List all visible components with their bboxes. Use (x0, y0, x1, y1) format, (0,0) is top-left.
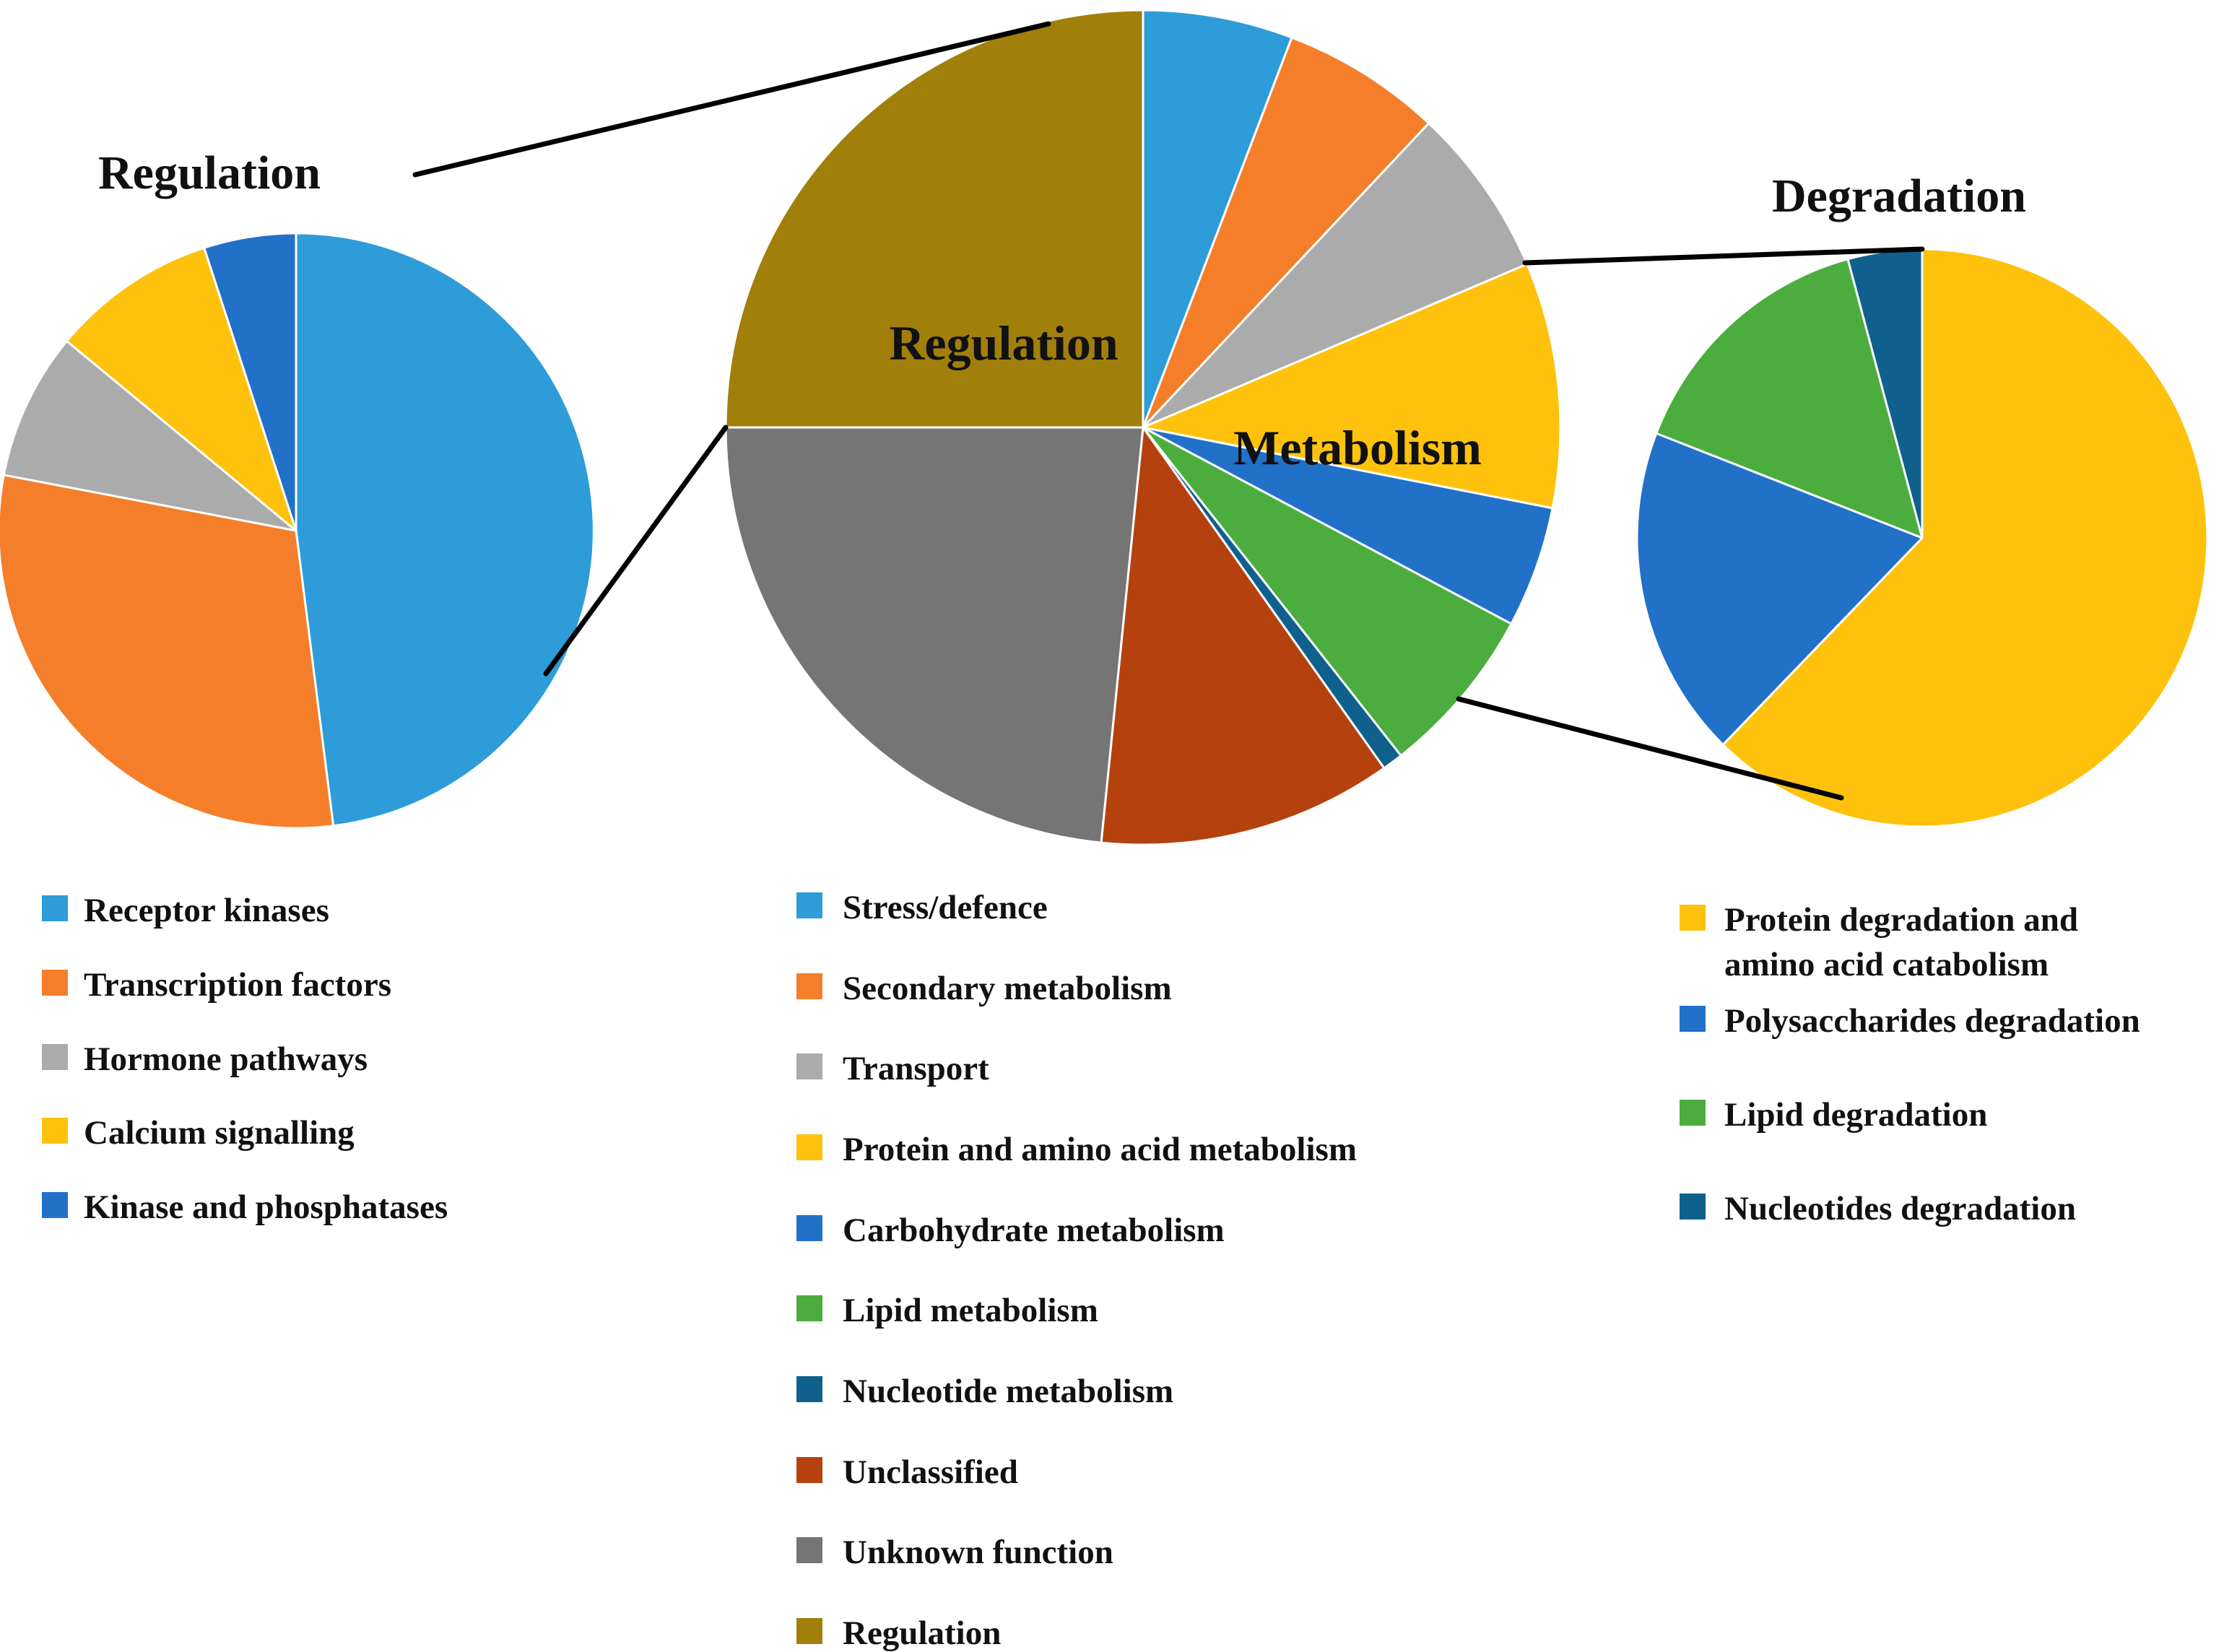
regulation-detail-pie-slice-1 (0, 474, 335, 830)
degradation-detail-pie-slice-0 (1721, 248, 2209, 828)
degradation-detail-pie-slice-1 (1636, 432, 1924, 746)
main-pie (724, 9, 1562, 846)
right-pie-title: Degradation (1772, 170, 2026, 222)
regulation-detail-pie (0, 232, 595, 830)
main-pie-metabolism-label: Metabolism (1233, 420, 1482, 475)
main-pie-slice-0 (1142, 9, 1293, 429)
connector-left-lower (543, 425, 729, 677)
main-pie-slice-9 (724, 9, 1144, 429)
main-pie-slice-5 (1142, 426, 1513, 757)
connector-right-lower (1456, 696, 1844, 801)
regulation-detail-pie-slice-4 (203, 232, 297, 532)
degradation-detail-pie-slice-2 (1655, 258, 1924, 539)
left-pie-title: Regulation (97, 147, 321, 199)
regulation-detail-pie-slice-0 (295, 232, 595, 827)
main-pie-slice-2 (1142, 122, 1529, 429)
connector-right-upper (1522, 246, 1925, 266)
main-pie-slice-8 (724, 426, 1144, 844)
degradation-detail-pie (1636, 248, 2209, 828)
main-pie-slice-1 (1142, 36, 1430, 429)
connector-left-upper (412, 21, 1051, 178)
main-pie-slice-7 (1100, 426, 1386, 846)
regulation-detail-pie-slice-3 (66, 246, 297, 532)
main-pie-slice-4 (1142, 426, 1554, 625)
main-pie-regulation-label: Regulation (889, 316, 1118, 370)
regulation-detail-pie-slice-2 (2, 339, 297, 532)
